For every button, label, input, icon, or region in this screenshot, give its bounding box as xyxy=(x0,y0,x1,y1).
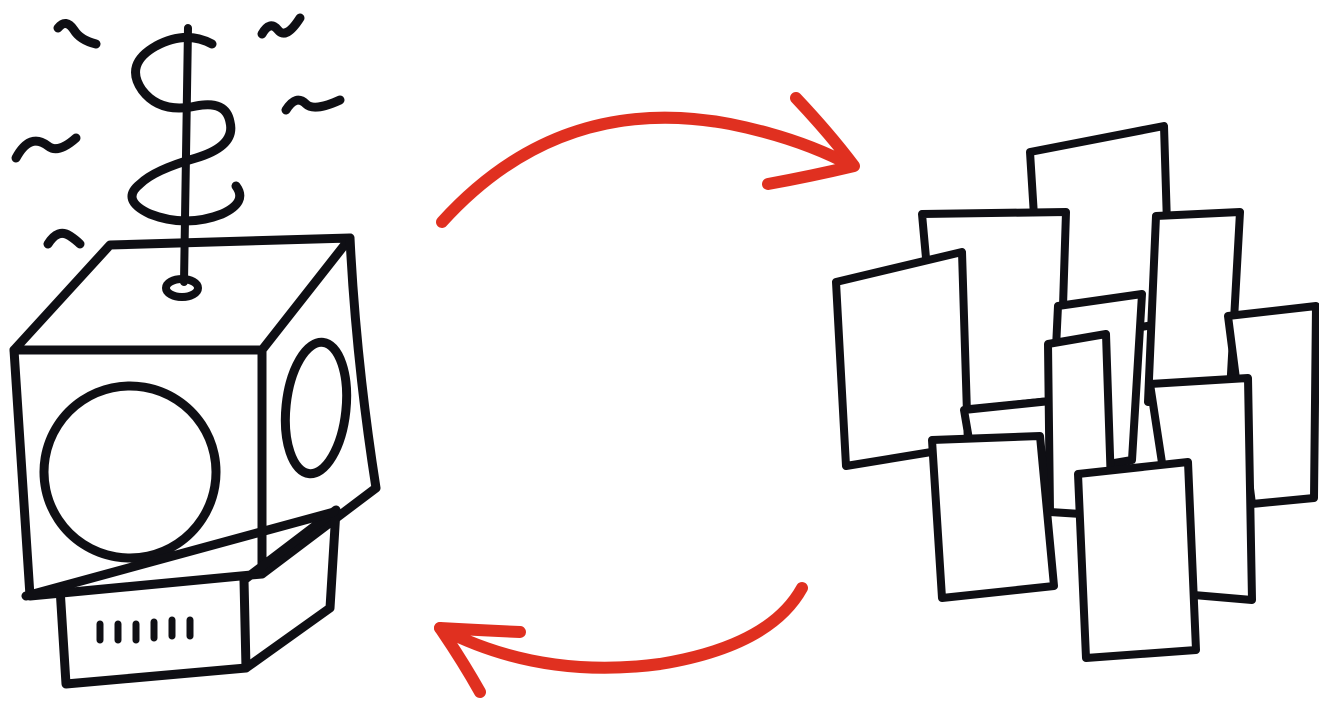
note xyxy=(928,432,1058,602)
arrow-to-machine xyxy=(434,582,808,698)
arrowhead-icon xyxy=(434,622,526,698)
spark-icon xyxy=(43,228,85,249)
note xyxy=(1074,458,1200,662)
arrowhead-icon xyxy=(762,92,860,190)
cycle-arrows xyxy=(434,92,860,698)
arrow-to-pages xyxy=(436,92,860,228)
spark-icon xyxy=(281,95,345,115)
side-speaker xyxy=(280,337,352,479)
spark-icon xyxy=(257,13,305,39)
vent-marks xyxy=(96,616,194,644)
dollar-sign-icon xyxy=(127,24,245,301)
note xyxy=(1144,208,1244,406)
machine-box xyxy=(9,233,381,689)
spark-icon xyxy=(11,133,81,163)
note xyxy=(832,248,972,470)
stacked-pages xyxy=(832,122,1319,662)
spark-marks xyxy=(11,13,345,249)
spark-icon xyxy=(53,19,101,49)
front-screen xyxy=(39,381,221,563)
money-machine xyxy=(9,13,381,689)
